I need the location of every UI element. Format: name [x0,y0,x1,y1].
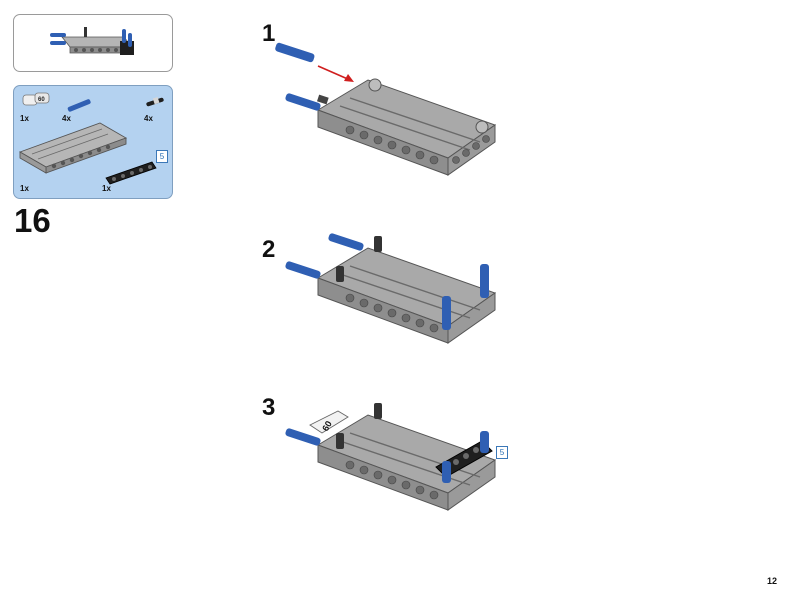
part-qty: 4x [144,114,153,123]
black-beam-part [105,161,157,185]
substep-1-illustration [275,42,497,176]
part-qty: 1x [20,114,29,123]
angled-connector-part: 60 [22,92,50,106]
blue-pin-part [67,99,91,112]
substep-number: 3 [262,394,276,421]
part-qty: 1x [20,184,29,193]
step-number: 16 [14,202,51,239]
substep-2-illustration [285,233,497,344]
page-number: 12 [766,576,777,586]
substep-3-illustration [285,403,497,511]
model-preview-box [13,14,173,72]
substep-number: 1 [262,20,276,47]
substep-number: 2 [262,236,276,263]
grey-panel-plate-part [18,122,128,174]
black-friction-pin-part [146,96,164,107]
model-preview-illustration [50,27,134,55]
beam-length-badge: 5 [156,150,168,163]
part-qty: 1x [102,184,111,193]
parts-illustrations: 60 [18,92,164,185]
svg-text:60: 60 [38,97,45,103]
part-qty: 4x [62,114,71,123]
beam-length-badge: 5 [496,446,508,459]
parts-callout: 60 [13,85,173,199]
